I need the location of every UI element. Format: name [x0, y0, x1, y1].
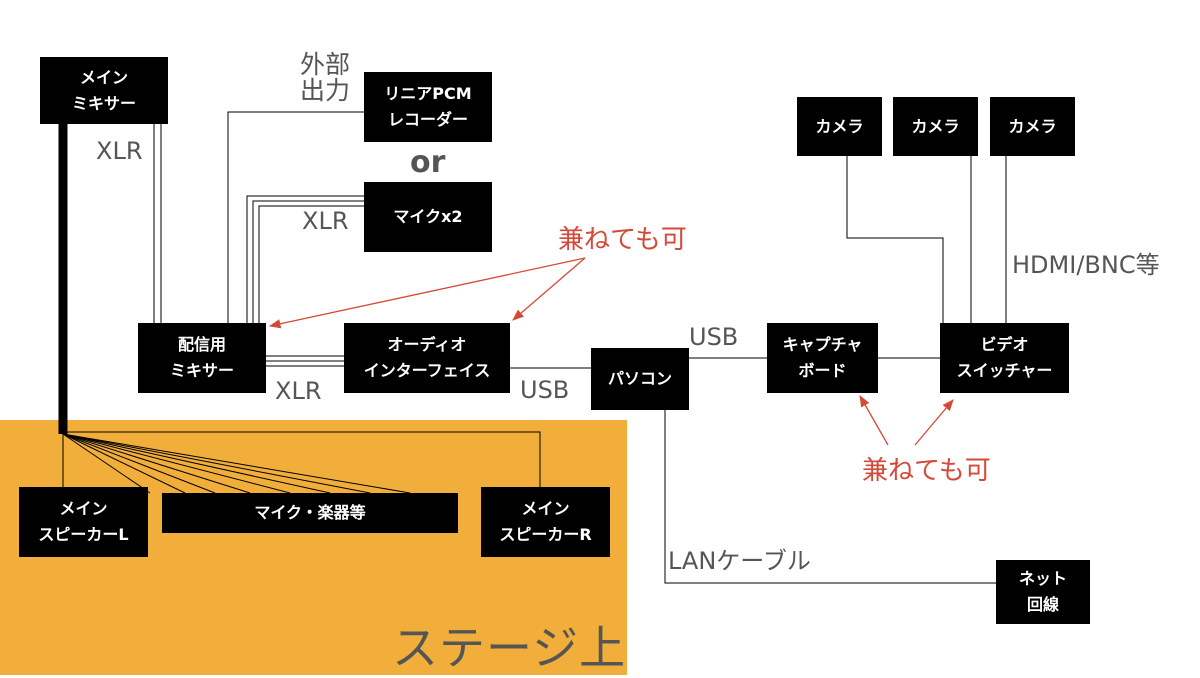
hdmi-label: HDMI/BNC等 — [1012, 251, 1160, 279]
audio-interface-box: オーディオ インターフェイス — [344, 323, 510, 393]
camera-box-3: カメラ — [990, 97, 1075, 156]
xlr-main-label: XLR — [96, 137, 143, 165]
combined-note-top: 兼ねても可 — [558, 225, 687, 255]
external-out-label: 外部 出力 — [300, 50, 351, 105]
capture-board-box: キャプチャ ボード — [767, 323, 878, 393]
mics-instruments-box: マイク・楽器等 — [162, 493, 458, 533]
or-label: or — [410, 145, 446, 180]
lan-line — [664, 410, 996, 584]
usb-pc-label: USB — [520, 376, 570, 404]
xlr-interface-label: XLR — [275, 377, 322, 405]
xlr-mic-line — [252, 200, 364, 325]
pc-box: パソコン — [591, 348, 689, 410]
speaker-r-box: メイン スピーカーR — [481, 487, 610, 557]
network-box: ネット 回線 — [996, 560, 1090, 624]
arrow-to-stream-mixer — [268, 257, 586, 329]
stream-mixer-box: 配信用 ミキサー — [138, 323, 266, 393]
camera-box-2: カメラ — [893, 97, 978, 156]
lan-label: LANケーブル — [668, 547, 811, 575]
xlr-mic-label: XLR — [302, 207, 349, 235]
arrow-to-capture — [859, 394, 889, 446]
external-out-line — [227, 111, 364, 325]
usb-capture-label: USB — [689, 323, 739, 351]
main-mixer-box: メイン ミキサー — [40, 57, 168, 124]
stage-fanout-lines — [62, 430, 541, 494]
arrow-to-interface — [512, 257, 586, 321]
mic-x2-box: マイクx2 — [364, 182, 492, 252]
video-switcher-box: ビデオ スイッチャー — [940, 323, 1069, 393]
combined-note-bottom: 兼ねても可 — [862, 456, 991, 486]
pcm-recorder-box: リニアPCM レコーダー — [364, 72, 492, 142]
stage-label: ステージ上 — [392, 621, 627, 675]
arrow-to-switcher — [914, 399, 954, 446]
xlr-mic-line — [258, 205, 364, 325]
camera-box-1: カメラ — [797, 97, 882, 156]
camera-line — [846, 156, 944, 325]
xlr-mic-line — [246, 195, 364, 325]
speaker-l-box: メイン スピーカーL — [19, 487, 148, 557]
